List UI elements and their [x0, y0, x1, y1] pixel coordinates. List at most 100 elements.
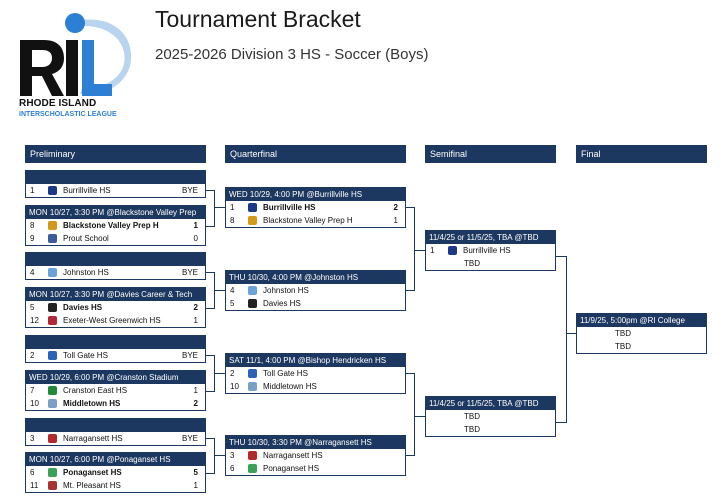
match-box[interactable]: 11/4/25 or 11/5/25, TBA @TBD TBD TBD	[425, 396, 556, 437]
score: BYE	[181, 268, 198, 277]
bracket-connector	[406, 207, 415, 208]
match-box[interactable]: 11/9/25, 5:00pm @RI College TBD TBD	[576, 313, 707, 354]
seed: 2	[30, 351, 35, 360]
team-logo-icon	[48, 316, 57, 325]
score: 1	[193, 386, 198, 395]
team-name: Blackstone Valley Prep H	[263, 216, 353, 225]
header-preliminary: Preliminary	[25, 145, 206, 163]
team-name: Narragansett HS	[263, 451, 323, 460]
team-name: Middletown HS	[63, 399, 121, 408]
team-logo-icon	[248, 382, 257, 391]
team-name: Narragansett HS	[63, 434, 123, 443]
team-name: Middletown HS	[263, 382, 317, 391]
bracket-connector	[406, 455, 415, 456]
bracket-connector	[206, 190, 215, 191]
org-subname: INTERSCHOLASTIC LEAGUE	[19, 111, 117, 118]
match-info	[26, 253, 205, 266]
team-name: TBD	[615, 342, 631, 351]
team-row[interactable]: TBD	[426, 410, 555, 423]
team-logo-icon	[48, 268, 57, 277]
team-name: Johnston HS	[263, 286, 309, 295]
seed: 5	[30, 303, 35, 312]
match-info: WED 10/29, 4:00 PM @Burrillville HS	[226, 188, 405, 201]
team-logo-icon	[48, 186, 57, 195]
match-info	[26, 336, 205, 349]
team-logo-icon	[48, 399, 57, 408]
team-logo-icon	[48, 234, 57, 243]
team-logo-icon	[48, 303, 57, 312]
team-name: Exeter-West Greenwich HS	[63, 316, 161, 325]
seed: 6	[30, 468, 35, 477]
team-name: Burrillville HS	[263, 203, 316, 212]
bracket-connector	[214, 438, 215, 474]
match-box[interactable]: SAT 11/1, 4:00 PM @Bishop Hendricken HS …	[225, 353, 406, 394]
team-logo-icon	[48, 468, 57, 477]
match-box[interactable]: 4 Johnston HS BYE	[25, 252, 206, 280]
team-logo-icon	[248, 464, 257, 473]
match-info: 11/4/25 or 11/5/25, TBA @TBD	[426, 397, 555, 410]
team-row[interactable]: TBD	[426, 423, 555, 436]
team-row[interactable]: TBD	[577, 327, 706, 340]
team-name: Johnston HS	[63, 268, 109, 277]
bracket-connector	[214, 190, 215, 227]
match-info	[26, 171, 205, 184]
match-box[interactable]: MON 10/27, 3:30 PM @Blackstone Valley Pr…	[25, 205, 206, 246]
bracket-connector	[414, 207, 415, 291]
match-box[interactable]: MON 10/27, 3:30 PM @Davies Career & Tech…	[25, 287, 206, 328]
team-logo-icon	[248, 299, 257, 308]
team-name: Davies HS	[263, 299, 301, 308]
seed: 10	[230, 382, 239, 391]
bracket-connector	[566, 333, 576, 334]
team-name: Cranston East HS	[63, 386, 128, 395]
seed: 1	[30, 186, 35, 195]
team-logo-icon	[48, 221, 57, 230]
match-info: THU 10/30, 4:00 PM @Johnston HS	[226, 271, 405, 284]
seed: 1	[430, 246, 435, 255]
team-row[interactable]: TBD	[577, 340, 706, 353]
score: BYE	[181, 186, 198, 195]
bracket-connector	[406, 373, 415, 374]
team-logo-icon	[48, 351, 57, 360]
team-logo-icon	[248, 216, 257, 225]
seed: 6	[230, 464, 235, 473]
header-final: Final	[576, 145, 707, 163]
team-name: Prout School	[63, 234, 109, 243]
team-row[interactable]: 4 Johnston HS BYE	[26, 266, 205, 279]
team-row[interactable]: 10 Middletown HS	[226, 380, 405, 393]
seed: 4	[30, 268, 35, 277]
page-subtitle: 2025-2026 Division 3 HS - Soccer (Boys)	[155, 46, 429, 63]
seed: 8	[30, 221, 35, 230]
team-name: Mt. Pleasant HS	[63, 481, 121, 490]
score: BYE	[181, 434, 198, 443]
team-row[interactable]: TBD	[426, 257, 555, 270]
score: 2	[393, 203, 398, 212]
